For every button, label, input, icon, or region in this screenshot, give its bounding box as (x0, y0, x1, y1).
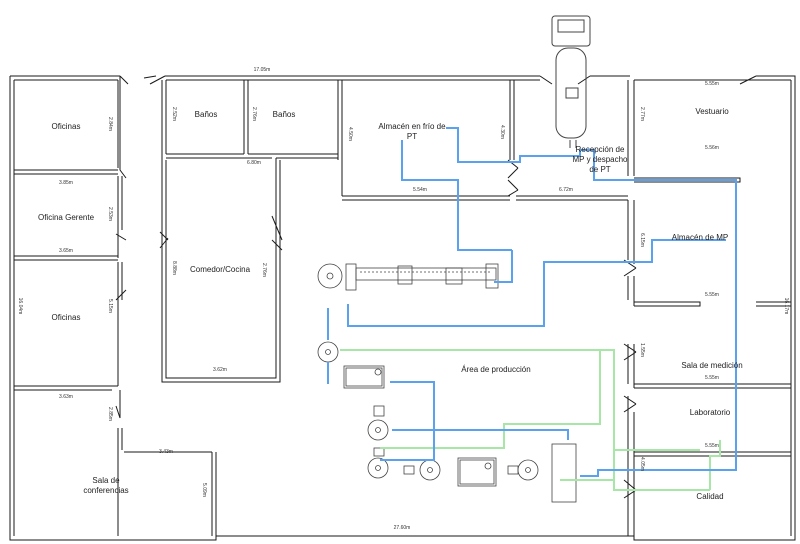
room-area-produccion: Área de producción (461, 365, 531, 374)
dim-3-65: 3.65m (59, 248, 73, 254)
blue-flow-lines (327, 127, 737, 477)
dim-v-2-84: 2.84m (107, 117, 113, 131)
room-vestuario: Vestuario (695, 107, 729, 116)
dim-6-72: 6.72m (559, 187, 573, 193)
dim-v-5-09: 5.09m (201, 483, 207, 497)
dim-v-2-74: 2.76m (261, 263, 267, 277)
room-oficinas-mid: Oficinas (51, 313, 81, 322)
dim-3-62: 3.62m (213, 367, 227, 373)
dim-v-2-76: 2.76m (251, 107, 257, 121)
dim-6-80: 6.80m (247, 160, 261, 166)
production-equipment (317, 263, 577, 503)
room-comedor: Comedor/Cocina (189, 265, 251, 274)
room-calidad: Calidad (696, 492, 724, 501)
dim-5-55-c: 5.55m (705, 375, 719, 381)
room-sala-medicion: Sala de medición (681, 361, 743, 370)
dim-v-4-30: 4.30m (499, 125, 505, 139)
dim-27-60: 27.60m (393, 525, 411, 531)
dim-v-2-85: 2.85m (107, 407, 113, 421)
dim-v-5-15: 5.15m (107, 299, 113, 313)
room-banos-1: Baños (194, 110, 218, 119)
dim-3-43: 3.43m (159, 449, 173, 455)
walls (9, 75, 796, 541)
dim-v-6-15: 6.15m (639, 233, 645, 247)
truck-icon (551, 15, 591, 148)
dim-5-55-d: 5.55m (705, 443, 719, 449)
dim-v-2-52: 2.52m (171, 107, 177, 121)
dim-v-2-53: 2.53m (107, 207, 113, 221)
dim-17-05: 17.05m (253, 67, 271, 73)
dim-v-4-50: 4.50m (347, 127, 353, 141)
dim-3-63: 3.63m (59, 394, 73, 400)
room-almacen-frio: Almacén en frío de PT (378, 122, 446, 141)
room-laboratorio: Laboratorio (689, 408, 731, 417)
dim-v-1-55: 1.55m (639, 343, 645, 357)
green-flow-lines (340, 349, 721, 491)
dim-v-2-77: 2.77m (639, 107, 645, 121)
dim-5-55-a: 5.55m (705, 81, 719, 87)
room-oficina-gerente: Oficina Gerente (37, 213, 95, 222)
dim-v-a2: 4.05m (639, 457, 645, 471)
room-oficinas-top: Oficinas (51, 122, 81, 131)
dim-5-56: 5.56m (705, 145, 719, 151)
dim-5-54: 5.54m (413, 187, 427, 193)
dim-3-85: 3.85m (59, 180, 73, 186)
dim-v-16-17: 16.17m (783, 297, 789, 315)
room-sala-conferencias: Sala de conferencias (83, 476, 129, 495)
room-recepcion: Recepción de MP y despacho de PT (572, 145, 628, 174)
room-banos-2: Baños (272, 110, 296, 119)
dim-v-16-04: 16.04m (17, 297, 23, 315)
dim-v-8-88: 8.88m (171, 261, 177, 275)
dim-5-55-b: 5.55m (705, 292, 719, 298)
room-almacen-mp: Almacén de MP (671, 233, 729, 242)
